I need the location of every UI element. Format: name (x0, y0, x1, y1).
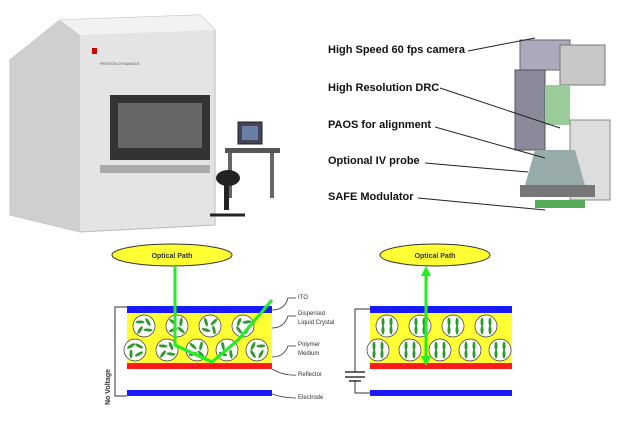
lc-molecule (204, 317, 208, 327)
lc-molecule (212, 325, 216, 335)
lc-droplet (408, 314, 432, 338)
lc-molecule (242, 320, 252, 324)
lc-molecule (201, 328, 211, 332)
lc-droplet (458, 338, 482, 362)
lc-droplet (488, 338, 512, 362)
label-polymer-2: Medium (298, 351, 320, 357)
optical-path-label: Optical Path (152, 253, 193, 260)
label-ito: ITO (298, 295, 308, 301)
lc-molecule (129, 349, 133, 359)
optical-path-label-right: Optical Path (415, 253, 456, 260)
callout-paos: PAOS for alignment (328, 119, 432, 131)
lc-molecule (447, 317, 451, 327)
callout-iv-probe: Optional IV probe (328, 155, 420, 167)
lc-molecule (381, 317, 385, 327)
lc-molecule (502, 349, 506, 359)
lc-droplet (428, 338, 452, 362)
array-tester-machine-photo (9, 14, 280, 233)
lc-molecule (412, 349, 416, 359)
lc-molecule (250, 341, 256, 351)
lc-molecule (127, 343, 135, 349)
lc-molecule (199, 341, 203, 351)
label-electrode: Electrode (298, 395, 324, 401)
lc-molecule (414, 325, 418, 335)
lc-molecule (179, 317, 183, 327)
lc-molecule (389, 325, 393, 335)
lc-droplet (441, 314, 465, 338)
lc-molecule (494, 341, 498, 351)
lc-molecule (404, 341, 408, 351)
lc-molecule (488, 325, 492, 335)
lc-molecule (380, 349, 384, 359)
lc-droplet (198, 314, 222, 338)
lc-molecule (197, 350, 205, 358)
left-cell-diagram: Optical Path (111, 243, 297, 399)
lc-droplet (366, 338, 390, 362)
lc-molecule (168, 341, 174, 351)
lc-molecule (488, 317, 492, 327)
lc-molecule (135, 320, 145, 324)
lc-molecule (137, 326, 143, 334)
lc-molecule (389, 317, 393, 327)
lc-molecule (229, 349, 233, 359)
lc-droplet (132, 314, 156, 338)
lc-molecule (177, 326, 185, 334)
lc-droplet (375, 314, 399, 338)
right-cell-diagram: Optical Path (345, 243, 512, 396)
lc-molecule (464, 341, 468, 351)
machine-logo: PHOTON DYNAMICS (100, 61, 140, 66)
lc-molecule (221, 341, 225, 351)
lc-molecule (464, 349, 468, 359)
label-no-voltage: No Voltage (105, 368, 112, 405)
lc-molecule (134, 343, 144, 349)
lc-molecule (442, 341, 446, 351)
lc-molecule (236, 326, 242, 334)
lc-molecule (145, 317, 151, 327)
lc-molecule (210, 318, 218, 326)
lc-molecule (256, 344, 266, 348)
lc-molecule (480, 325, 484, 335)
lc-molecule (258, 349, 264, 359)
lc-molecule (372, 341, 376, 351)
label-dlc-2: Liquid Crystal (298, 320, 335, 326)
optical-module-render (514, 39, 611, 208)
lc-droplet (474, 314, 498, 338)
label-reflector: Reflector (298, 372, 323, 378)
lc-molecule (134, 351, 144, 357)
lc-molecule (381, 325, 385, 335)
lc-molecule (412, 341, 416, 351)
lc-molecule (434, 349, 438, 359)
callout-drc: High Resolution DRC (328, 82, 440, 94)
label-polymer-1: Polymer (298, 342, 321, 348)
lc-droplet (398, 338, 422, 362)
lc-molecule (434, 341, 438, 351)
lc-molecule (455, 325, 459, 335)
lc-molecule (236, 317, 242, 327)
lc-molecule (442, 349, 446, 359)
callout-camera: High Speed 60 fps camera (328, 44, 465, 56)
lc-droplet (123, 338, 147, 362)
callout-safe-modulator: SAFE Modulator (328, 191, 414, 203)
lc-molecule (414, 317, 418, 327)
lc-molecule (447, 325, 451, 335)
lc-molecule (480, 317, 484, 327)
lc-molecule (472, 341, 476, 351)
lc-molecule (250, 350, 256, 358)
lc-droplet (245, 338, 269, 362)
lc-molecule (472, 349, 476, 359)
lc-molecule (404, 349, 408, 359)
lc-molecule (160, 350, 166, 358)
lc-molecule (494, 349, 498, 359)
lc-droplet (165, 314, 189, 338)
lc-molecule (158, 344, 168, 348)
lc-molecule (143, 328, 153, 332)
label-dlc-1: Dispersed (298, 311, 326, 317)
lc-molecule (502, 341, 506, 351)
lc-molecule (380, 341, 384, 351)
lc-molecule (372, 349, 376, 359)
lc-molecule (189, 342, 197, 350)
lc-molecule (166, 352, 176, 356)
lc-molecule (455, 317, 459, 327)
